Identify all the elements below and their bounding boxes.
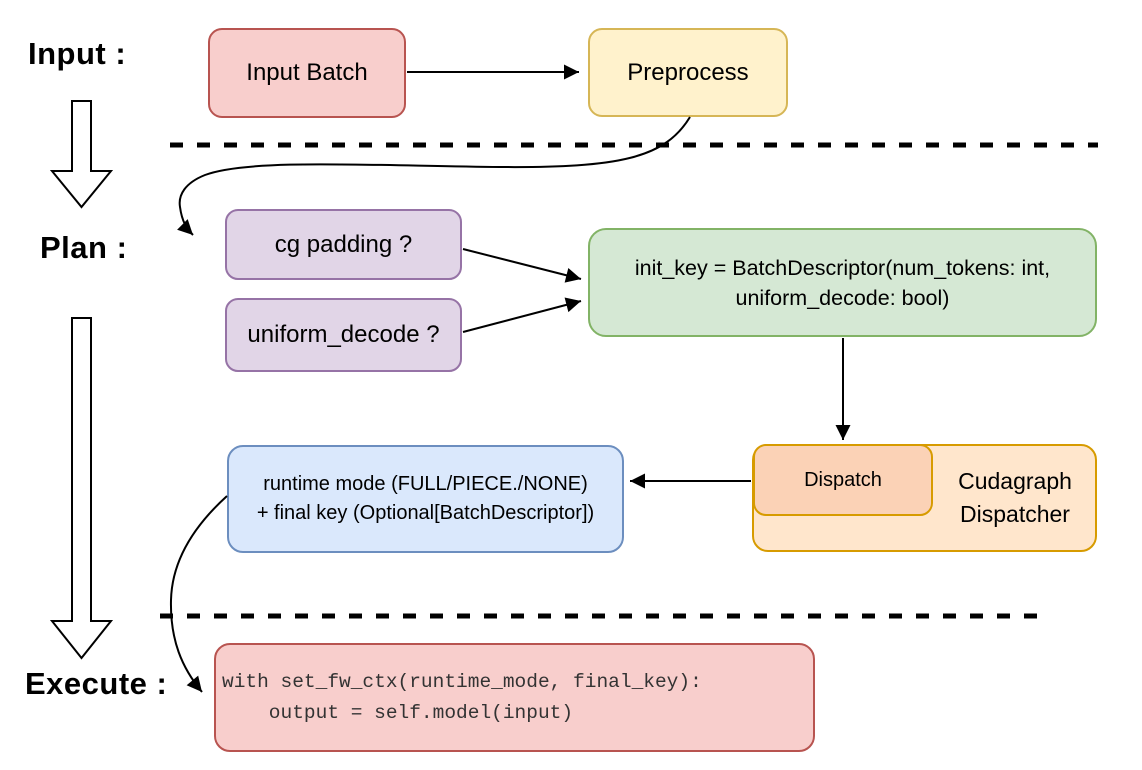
- cudagraph-dispatcher-label: Cudagraph Dispatcher: [933, 444, 1097, 552]
- input-batch-node: Input Batch: [208, 28, 406, 118]
- dispatch-node: Dispatch: [753, 444, 933, 516]
- init-key-node: init_key = BatchDescriptor(num_tokens: i…: [588, 228, 1097, 337]
- arrow-cg-padding-to-init-key: [462, 248, 582, 283]
- runtime-mode-line2: + final key (Optional[BatchDescriptor]): [256, 502, 595, 524]
- stage-label-execute: Execute :: [25, 666, 168, 701]
- arrow-uniform-decode-to-init-key: [462, 297, 582, 333]
- stage-label-plan: Plan :: [40, 230, 128, 265]
- init-key-line2: uniform_decode: bool): [735, 285, 950, 310]
- uniform-decode-label: uniform_decode ?: [247, 321, 440, 348]
- preprocess-label: Preprocess: [627, 58, 749, 86]
- hollow-arrow-plan-to-execute: [49, 317, 114, 660]
- execute-code-line1: with set_fw_ctx(runtime_mode, final_key)…: [222, 670, 702, 693]
- init-key-line1: init_key = BatchDescriptor(num_tokens: i…: [634, 255, 1051, 280]
- cudagraph-label-line1: Cudagraph: [958, 468, 1072, 494]
- dispatch-label: Dispatch: [804, 468, 882, 491]
- cg-padding-label: cg padding ?: [274, 230, 413, 258]
- cg-padding-node: cg padding ?: [225, 209, 462, 280]
- hollow-arrow-input-to-plan: [49, 100, 114, 209]
- execute-code-line2: output = self.model(input): [222, 701, 574, 724]
- runtime-mode-line1: runtime mode (FULL/PIECE./NONE): [263, 473, 588, 495]
- cudagraph-label-line2: Dispatcher: [960, 501, 1070, 527]
- runtime-mode-node: runtime mode (FULL/PIECE./NONE) + final …: [227, 445, 624, 553]
- input-batch-label: Input Batch: [246, 59, 368, 86]
- stage-label-input: Input :: [28, 36, 127, 71]
- uniform-decode-node: uniform_decode ?: [225, 298, 462, 372]
- preprocess-node: Preprocess: [588, 28, 788, 117]
- execute-code-node: with set_fw_ctx(runtime_mode, final_key)…: [214, 643, 815, 752]
